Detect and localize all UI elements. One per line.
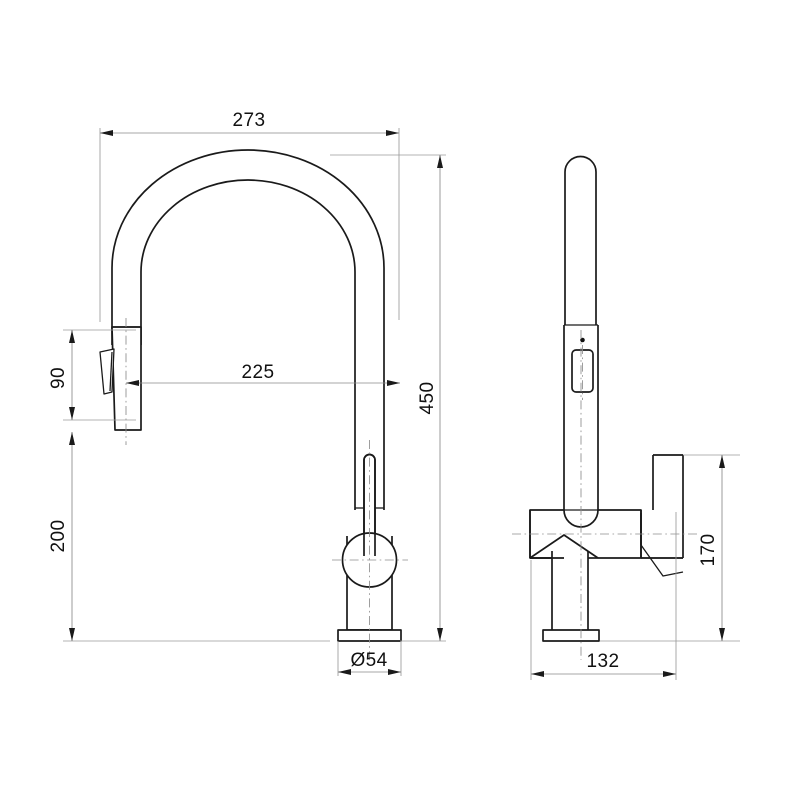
- dim-225-label: 225: [242, 362, 275, 383]
- dim-450-arrow-bottom: [437, 628, 443, 641]
- dimension-225: 225: [126, 362, 400, 386]
- dim-225-arrow-left: [126, 380, 139, 386]
- dim-450-arrow-top: [437, 155, 443, 168]
- gooseneck-outer-profile: [111, 149, 385, 345]
- dimension-dia54: Ø54: [337, 641, 402, 676]
- dim-dia54-arrow-left: [338, 669, 351, 675]
- side-lower-column: [563, 325, 599, 510]
- dim-132-arrow-right: [663, 671, 676, 677]
- side-body-taper: [529, 534, 599, 559]
- side-body-stem: [551, 551, 589, 630]
- dimension-200: 200: [48, 432, 330, 642]
- dimension-90: 90: [48, 329, 136, 421]
- side-lever-handle-arm: [652, 455, 684, 558]
- dim-450-label: 450: [417, 382, 438, 415]
- dim-132-arrow-left: [531, 671, 544, 677]
- dimension-450: 450: [330, 154, 446, 642]
- spout-trigger-lever-crease: [109, 351, 113, 392]
- side-lever-angled-face: [640, 544, 684, 577]
- gooseneck-inner-profile: [140, 179, 356, 345]
- dim-132-label: 132: [587, 651, 620, 672]
- side-column-profile: [564, 155, 597, 325]
- front-view-group: [99, 149, 408, 660]
- dim-dia54-label: Ø54: [350, 650, 387, 671]
- dim-90-arrow-top: [69, 330, 75, 343]
- dim-170-arrow-bottom: [719, 628, 725, 641]
- dim-170-arrow-top: [719, 455, 725, 468]
- dim-273-label: 273: [233, 110, 266, 131]
- spout-head-body: [111, 326, 142, 431]
- dim-225-arrow-right: [387, 380, 400, 386]
- dimension-132: 132: [530, 512, 677, 680]
- side-base-flange: [542, 629, 600, 642]
- dim-90-label: 90: [48, 367, 69, 389]
- dim-273-arrow-left: [100, 130, 113, 136]
- dimension-273: 273: [99, 110, 400, 322]
- dim-273-arrow-right: [386, 130, 399, 136]
- dim-dia54-arrow-right: [388, 669, 401, 675]
- side-view-group: [512, 155, 700, 660]
- dim-200-arrow-top: [69, 432, 75, 445]
- dim-200-label: 200: [48, 520, 69, 553]
- dim-90-arrow-bottom: [69, 407, 75, 420]
- dimension-170: 170: [600, 454, 740, 642]
- dim-170-label: 170: [698, 534, 719, 567]
- front-lever-stem-overlay: [363, 453, 376, 556]
- dim-200-arrow-bottom: [69, 628, 75, 641]
